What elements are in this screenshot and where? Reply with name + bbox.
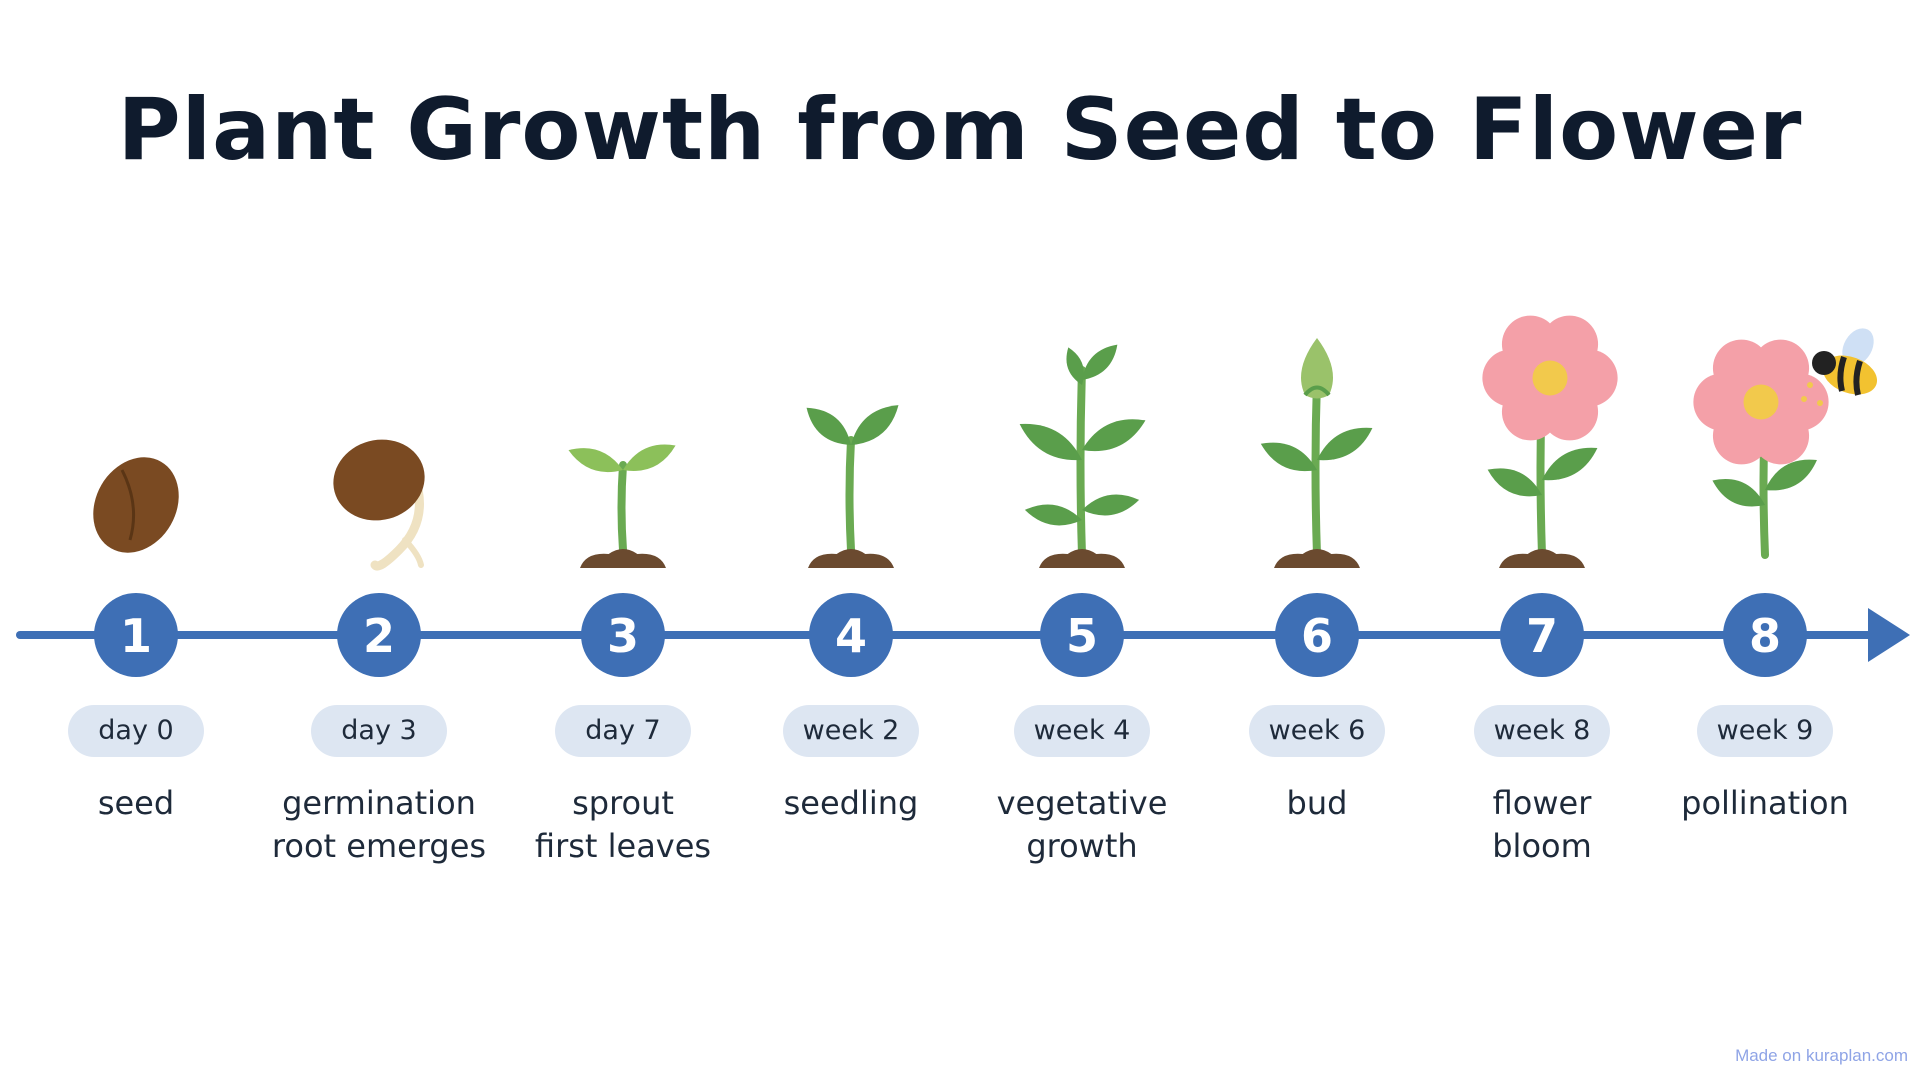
- step-marker: 7: [1500, 593, 1584, 677]
- time-badge: week 4: [1014, 705, 1150, 757]
- stage-label-line: bud: [1286, 784, 1348, 822]
- page-title: Plant Growth from Seed to Flower: [117, 80, 1803, 180]
- bud-icon: [1260, 338, 1373, 568]
- stage-label: bud: [1197, 782, 1437, 825]
- step-marker: 8: [1723, 593, 1807, 677]
- watermark: Made on kuraplan.com: [1735, 1046, 1908, 1065]
- seedling-icon: [806, 405, 899, 568]
- flower-with-bee-icon: [1693, 328, 1878, 559]
- step-marker: 6: [1275, 593, 1359, 677]
- stage-label: seed: [16, 782, 256, 825]
- step-marker: 5: [1040, 593, 1124, 677]
- step-marker: 3: [581, 593, 665, 677]
- step-number: 4: [835, 609, 867, 663]
- step-number: 5: [1066, 609, 1098, 663]
- step-number: 2: [363, 609, 395, 663]
- time-badge: week 9: [1697, 705, 1833, 757]
- time-badge: week 6: [1249, 705, 1385, 757]
- time-badge: week 2: [783, 705, 919, 757]
- stage-label-line: vegetative: [996, 784, 1168, 822]
- stage-label-line: flower: [1492, 784, 1592, 822]
- stage-label-line: growth: [1026, 827, 1138, 865]
- step-marker: 1: [94, 593, 178, 677]
- stage-label: sprout first leaves: [503, 782, 743, 868]
- step-number: 3: [607, 609, 639, 663]
- stage-label: seedling: [731, 782, 971, 825]
- stage-label: pollination: [1645, 782, 1885, 825]
- stage-label-line: bloom: [1492, 827, 1592, 865]
- step-number: 8: [1749, 609, 1781, 663]
- step-marker: 2: [337, 593, 421, 677]
- flower-icon: [1482, 315, 1618, 568]
- stage-label-line: root emerges: [271, 827, 487, 865]
- time-badge: week 8: [1474, 705, 1610, 757]
- stage-label: flower bloom: [1422, 782, 1662, 868]
- leafy-plant-icon: [1019, 344, 1146, 568]
- stage-label: vegetative growth: [962, 782, 1202, 868]
- stage-label: germination root emerges: [259, 782, 499, 868]
- stage-label-line: seed: [97, 784, 175, 822]
- time-badge: day 0: [68, 705, 204, 757]
- step-number: 1: [120, 609, 152, 663]
- stage-label-line: germination: [282, 784, 476, 822]
- timeline-arrow-icon: [1868, 608, 1910, 662]
- stage-label-line: seedling: [783, 784, 919, 822]
- time-badge: day 3: [311, 705, 447, 757]
- step-number: 7: [1526, 609, 1558, 663]
- step-number: 6: [1301, 609, 1333, 663]
- stage-label-line: sprout: [572, 784, 674, 822]
- stage-label-line: first leaves: [534, 827, 712, 865]
- germinating-seed-icon: [333, 439, 425, 571]
- stage-label-line: pollination: [1681, 784, 1849, 822]
- time-badge: day 7: [555, 705, 691, 757]
- seed-icon: [93, 457, 179, 553]
- sprout-icon: [568, 444, 676, 568]
- step-marker: 4: [809, 593, 893, 677]
